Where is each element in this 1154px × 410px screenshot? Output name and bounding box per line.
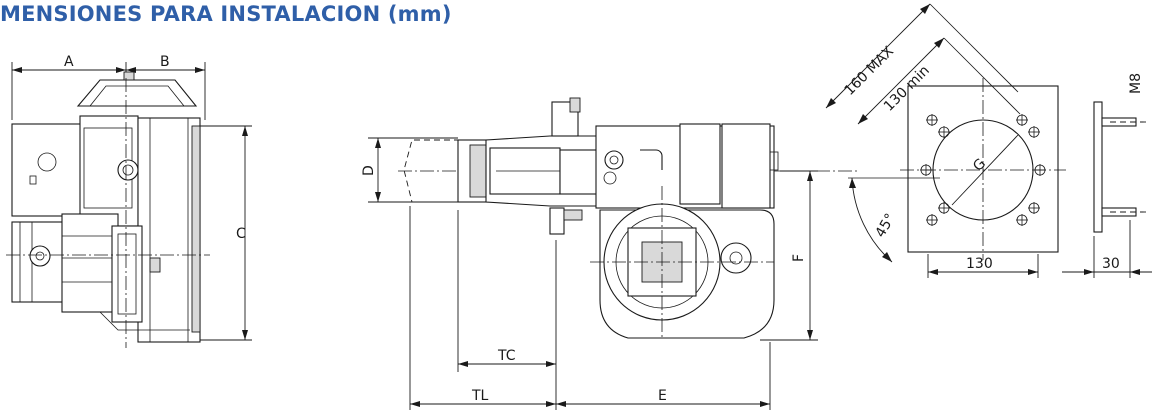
label-tl: TL [471,388,489,404]
stud-profile-view [1062,101,1152,278]
label-b: B [160,54,170,70]
label-e: E [658,388,667,404]
label-a: A [64,54,74,70]
flange-plate-view [825,3,1066,278]
mounting-holes [920,114,1046,226]
label-45-deg: 45° [873,211,899,241]
label-d: D [361,165,377,176]
label-30: 30 [1102,256,1120,272]
label-130-width: 130 [966,256,993,272]
burner-side-view [6,62,252,348]
label-f: F [791,254,807,262]
label-c: C [236,226,246,242]
page-title: MENSIONES PARA INSTALACION (mm) [0,2,452,26]
label-160-max: 160 MAX [842,43,898,99]
label-m8: M8 [1128,73,1144,94]
burner-front-view [368,97,860,410]
label-tc: TC [497,348,516,364]
